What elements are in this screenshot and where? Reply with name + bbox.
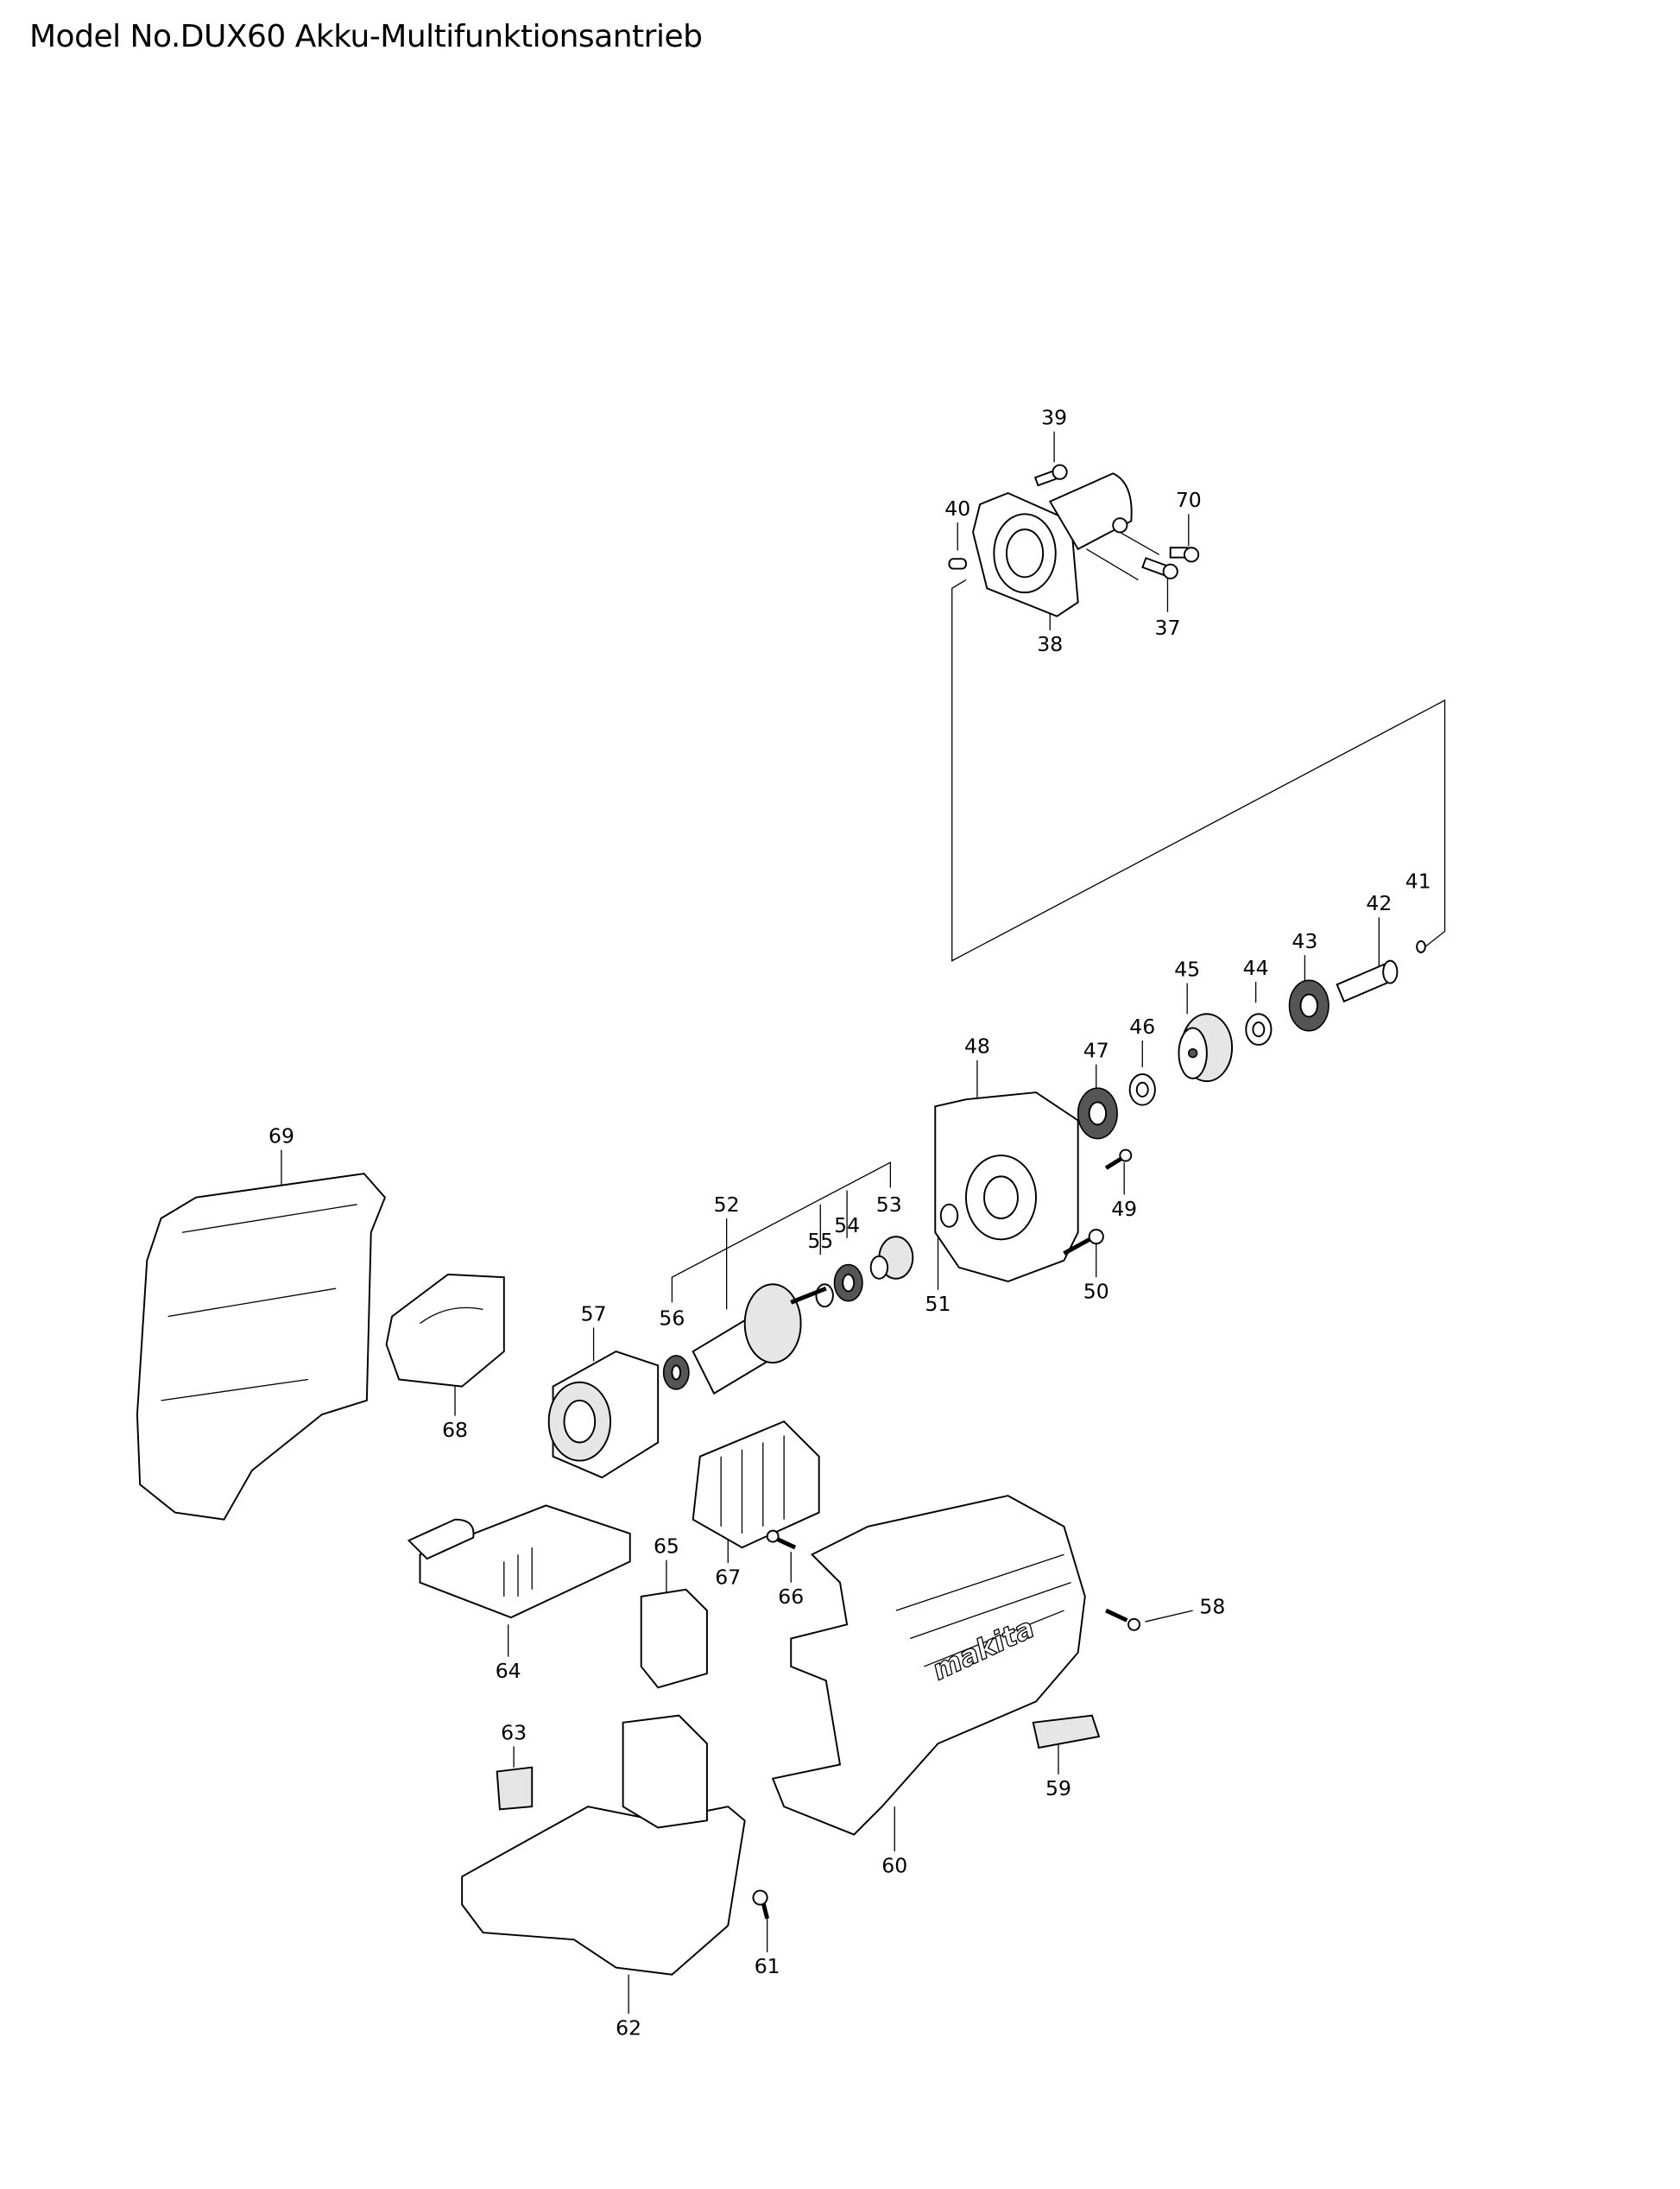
part-42-shaft	[1336, 959, 1399, 1003]
part-41-ring	[1416, 939, 1426, 953]
part-labels: 39 40 70 37 38 41 42 43 44 45 46 47 48 4…	[268, 406, 1431, 2040]
part-69-housing-half	[136, 1173, 387, 1521]
part-66-screw	[766, 1529, 797, 1550]
part-70-screw	[1169, 547, 1200, 563]
part-50-screw	[1063, 1229, 1104, 1256]
part-38-gear-housing	[972, 472, 1133, 617]
part-57-stator	[547, 1351, 660, 1479]
part-61-screw	[752, 1889, 770, 1920]
part-63-label	[496, 1766, 534, 1811]
part-59-label	[1032, 1714, 1101, 1749]
label-39: 39	[1041, 406, 1067, 430]
label-41: 41	[1405, 869, 1431, 893]
part-64-circuit-board	[407, 1504, 631, 1619]
label-61: 61	[755, 1954, 780, 1978]
part-48-motor-housing	[934, 1091, 1079, 1283]
label-56: 56	[659, 1306, 685, 1330]
label-69: 69	[268, 1123, 294, 1148]
part-58-screw	[1105, 1608, 1141, 1631]
part-54-bearing	[833, 1263, 863, 1302]
label-60: 60	[881, 1853, 907, 1877]
label-44: 44	[1243, 956, 1269, 980]
label-46: 46	[1129, 1015, 1155, 1039]
label-64: 64	[496, 1659, 521, 1683]
label-59: 59	[1045, 1776, 1071, 1800]
label-37: 37	[1155, 616, 1181, 640]
part-68-motor-holder	[385, 1273, 505, 1388]
part-62-bottom-cover	[461, 1714, 746, 1976]
page-title: Model No.DUX60 Akku-Multifunktionsantrie…	[29, 19, 703, 54]
part-37-screw	[1141, 557, 1178, 579]
part-46-washer	[1128, 1073, 1156, 1106]
part-67-controller	[692, 1420, 820, 1549]
label-50: 50	[1083, 1279, 1109, 1303]
label-58: 58	[1199, 1594, 1225, 1618]
leader-lines	[281, 431, 1446, 2015]
label-42: 42	[1366, 891, 1392, 915]
label-52: 52	[714, 1193, 740, 1217]
label-54: 54	[834, 1213, 860, 1237]
part-47-bearing	[1077, 1087, 1118, 1140]
part-40-pin	[948, 558, 967, 570]
part-51-o-ring	[939, 1203, 959, 1228]
label-65: 65	[654, 1534, 679, 1559]
label-49: 49	[1111, 1197, 1137, 1221]
label-47: 47	[1083, 1039, 1109, 1063]
label-63: 63	[501, 1720, 527, 1744]
label-66: 66	[778, 1585, 804, 1609]
part-53-sleeve	[869, 1236, 914, 1280]
part-60-housing-half: makita	[771, 1495, 1086, 1836]
part-43-bearing	[1288, 979, 1329, 1032]
label-57: 57	[581, 1301, 607, 1325]
label-51: 51	[925, 1292, 951, 1316]
label-53: 53	[876, 1193, 902, 1217]
label-45: 45	[1174, 957, 1200, 981]
label-70: 70	[1176, 488, 1202, 512]
part-45-gear	[1178, 1013, 1234, 1083]
label-43: 43	[1292, 929, 1317, 953]
label-55: 55	[807, 1229, 833, 1253]
label-68: 68	[442, 1418, 468, 1442]
part-49-screw	[1104, 1148, 1133, 1170]
part-39-screw	[1033, 464, 1068, 487]
label-40: 40	[944, 497, 970, 521]
label-48: 48	[964, 1034, 990, 1059]
part-56-bearing	[662, 1355, 690, 1390]
label-67: 67	[715, 1565, 741, 1589]
part-52-armature	[692, 1283, 827, 1395]
part-65-switch	[640, 1588, 708, 1689]
label-38: 38	[1037, 632, 1063, 656]
part-44-washer	[1245, 1013, 1273, 1046]
label-62: 62	[616, 2015, 641, 2040]
